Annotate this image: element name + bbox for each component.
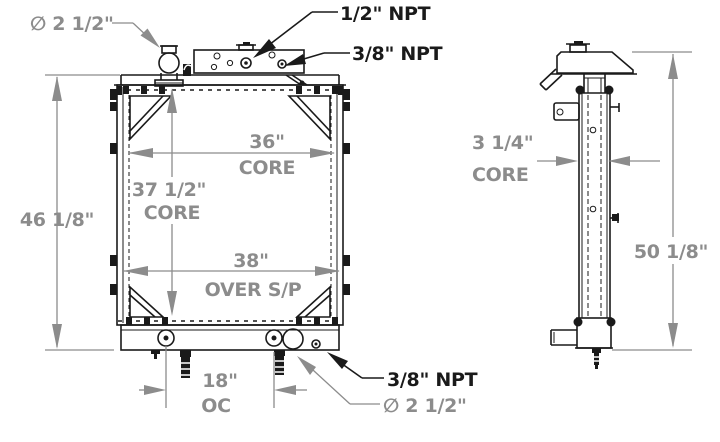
outlet-spacing-label-2: OC <box>201 395 231 417</box>
side-top-tank <box>556 51 634 74</box>
outlet-spacing-label: 18" <box>202 370 237 392</box>
three-eighths-npt-top-label: 3/8" NPT <box>352 43 443 65</box>
core-width-label-2: CORE <box>239 157 296 179</box>
side-tabs <box>610 103 620 223</box>
outlet-diameter-label: ∅ 2 1/2" <box>383 395 467 417</box>
hose-barb-right <box>274 350 285 375</box>
side-view <box>539 41 637 369</box>
overflow-tube <box>539 68 563 91</box>
hose-barb-left <box>180 350 191 378</box>
core-height-label-2: CORE <box>144 202 201 224</box>
core-width-label: 36" <box>249 131 284 153</box>
three-eighths-npt-port-top <box>277 59 287 69</box>
bottom-outlet-opening <box>282 328 304 350</box>
arrowhead-icon <box>123 266 148 276</box>
arrowhead-icon <box>144 385 166 395</box>
arrowhead-icon <box>167 291 177 316</box>
side-mount-bracket <box>553 102 580 121</box>
bottom-tank <box>120 324 340 378</box>
clip-fitting <box>183 64 192 76</box>
drain-npt-bottom-label: 3/8" NPT <box>387 369 478 391</box>
arrowhead-icon <box>52 324 62 349</box>
arrowhead-icon <box>140 28 160 48</box>
filler-neck <box>154 45 184 87</box>
top-plate <box>114 74 346 86</box>
arrowhead-icon <box>128 148 153 158</box>
overall-height-front-label: 46 1/8" <box>20 209 94 231</box>
side-drain <box>592 348 601 369</box>
half-npt-port <box>240 57 252 69</box>
flange-bolts <box>117 86 343 325</box>
arrowhead-icon <box>608 156 630 166</box>
side-core-column <box>578 93 611 318</box>
arrowhead-icon <box>668 54 678 79</box>
top-tank <box>193 42 305 74</box>
arrowhead-icon <box>327 352 348 369</box>
corner-gussets <box>129 95 331 318</box>
arrowheads <box>52 11 678 395</box>
arrowhead-icon <box>284 54 306 66</box>
filler-diameter-label: ∅ 2 1/2" <box>30 13 114 35</box>
core-height-label: 37 1/2" <box>132 179 206 201</box>
side-bottom-tank <box>550 317 616 369</box>
three-eighths-npt-drain <box>311 339 321 349</box>
arrowhead-icon <box>315 266 340 276</box>
arrowhead-icon <box>310 148 335 158</box>
arrowhead-icon <box>668 323 678 348</box>
side-plate-tabs <box>110 89 350 295</box>
over-sp-label: 38" <box>233 250 268 272</box>
front-view <box>110 42 350 378</box>
arrowhead-icon <box>253 39 276 58</box>
labels: ∅ 2 1/2" 1/2" NPT 3/8" NPT 46 1/8" 36" C… <box>20 3 709 417</box>
core-depth-label: 3 1/4" <box>472 132 533 154</box>
side-neck <box>575 74 614 95</box>
arrowhead-icon <box>52 76 62 101</box>
arrowhead-icon <box>274 385 296 395</box>
half-npt-label: 1/2" NPT <box>340 3 431 25</box>
over-sp-label-2: OVER S/P <box>205 279 302 301</box>
arrowhead-icon <box>297 356 316 375</box>
side-filler-cap <box>566 41 590 53</box>
arrowhead-icon <box>167 88 177 113</box>
core-depth-label-2: CORE <box>472 164 529 186</box>
overall-height-side-label: 50 1/8" <box>634 241 708 263</box>
arrowhead-icon <box>556 156 578 166</box>
